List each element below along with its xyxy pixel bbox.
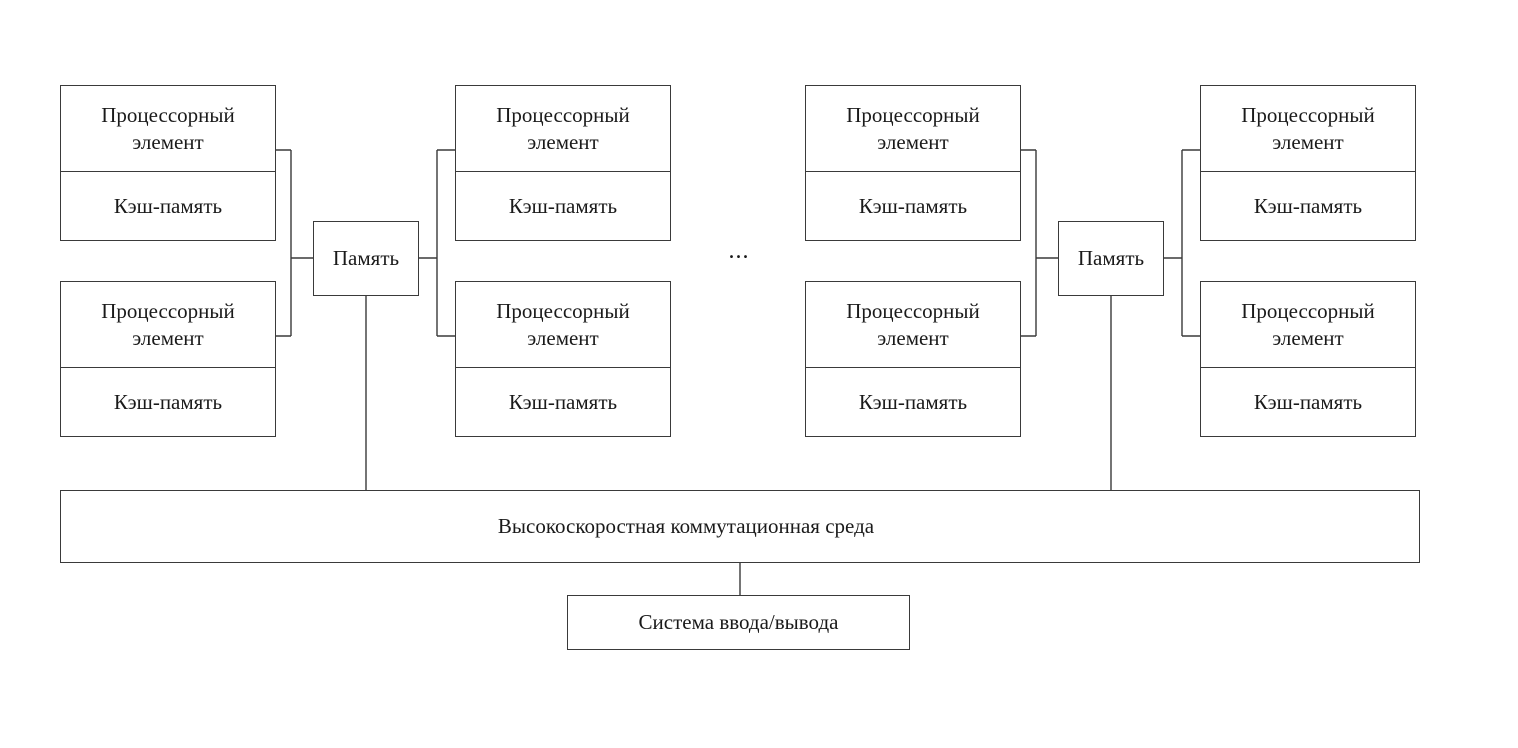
processor-element-box: Процессорный элемент Кэш-память: [455, 85, 671, 241]
cache-memory-label: Кэш-память: [1253, 389, 1363, 414]
processor-element-label: Процессорный элемент: [806, 282, 1020, 368]
cache-memory-label: Кэш-память: [1253, 193, 1363, 218]
interconnect-box: Высокоскоростная коммутационная среда: [60, 490, 1420, 563]
memory-box: Память: [1058, 221, 1164, 296]
processor-element-box: Процессорный элемент Кэш-память: [455, 281, 671, 437]
processor-element-label: Процессорный элемент: [61, 86, 275, 172]
processor-element-label: Процессорный элемент: [1201, 282, 1415, 368]
processor-element-box: Процессорный элемент Кэш-память: [1200, 85, 1416, 241]
memory-box: Память: [313, 221, 419, 296]
processor-element-label: Процессорный элемент: [1201, 86, 1415, 172]
processor-element-box: Процессорный элемент Кэш-память: [805, 85, 1021, 241]
cache-memory-label: Кэш-память: [113, 193, 223, 218]
ellipsis: ...: [728, 238, 750, 264]
processor-element-label: Процессорный элемент: [456, 86, 670, 172]
processor-element-label: Процессорный элемент: [806, 86, 1020, 172]
processor-element-label: Процессорный элемент: [61, 282, 275, 368]
processor-element-label: Процессорный элемент: [456, 282, 670, 368]
memory-label: Память: [332, 246, 400, 270]
cache-memory-label: Кэш-память: [858, 389, 968, 414]
cache-memory-label: Кэш-память: [508, 193, 618, 218]
cache-memory-label: Кэш-память: [508, 389, 618, 414]
processor-element-box: Процессорный элемент Кэш-память: [1200, 281, 1416, 437]
cache-memory-label: Кэш-память: [113, 389, 223, 414]
interconnect-label: Высокоскоростная коммутационная среда: [497, 514, 875, 538]
cache-memory-label: Кэш-память: [858, 193, 968, 218]
processor-element-box: Процессорный элемент Кэш-память: [60, 85, 276, 241]
processor-element-box: Процессорный элемент Кэш-память: [60, 281, 276, 437]
processor-element-box: Процессорный элемент Кэш-память: [805, 281, 1021, 437]
io-system-label: Система ввода/вывода: [638, 610, 839, 634]
io-system-box: Система ввода/вывода: [567, 595, 910, 650]
memory-label: Память: [1077, 246, 1145, 270]
